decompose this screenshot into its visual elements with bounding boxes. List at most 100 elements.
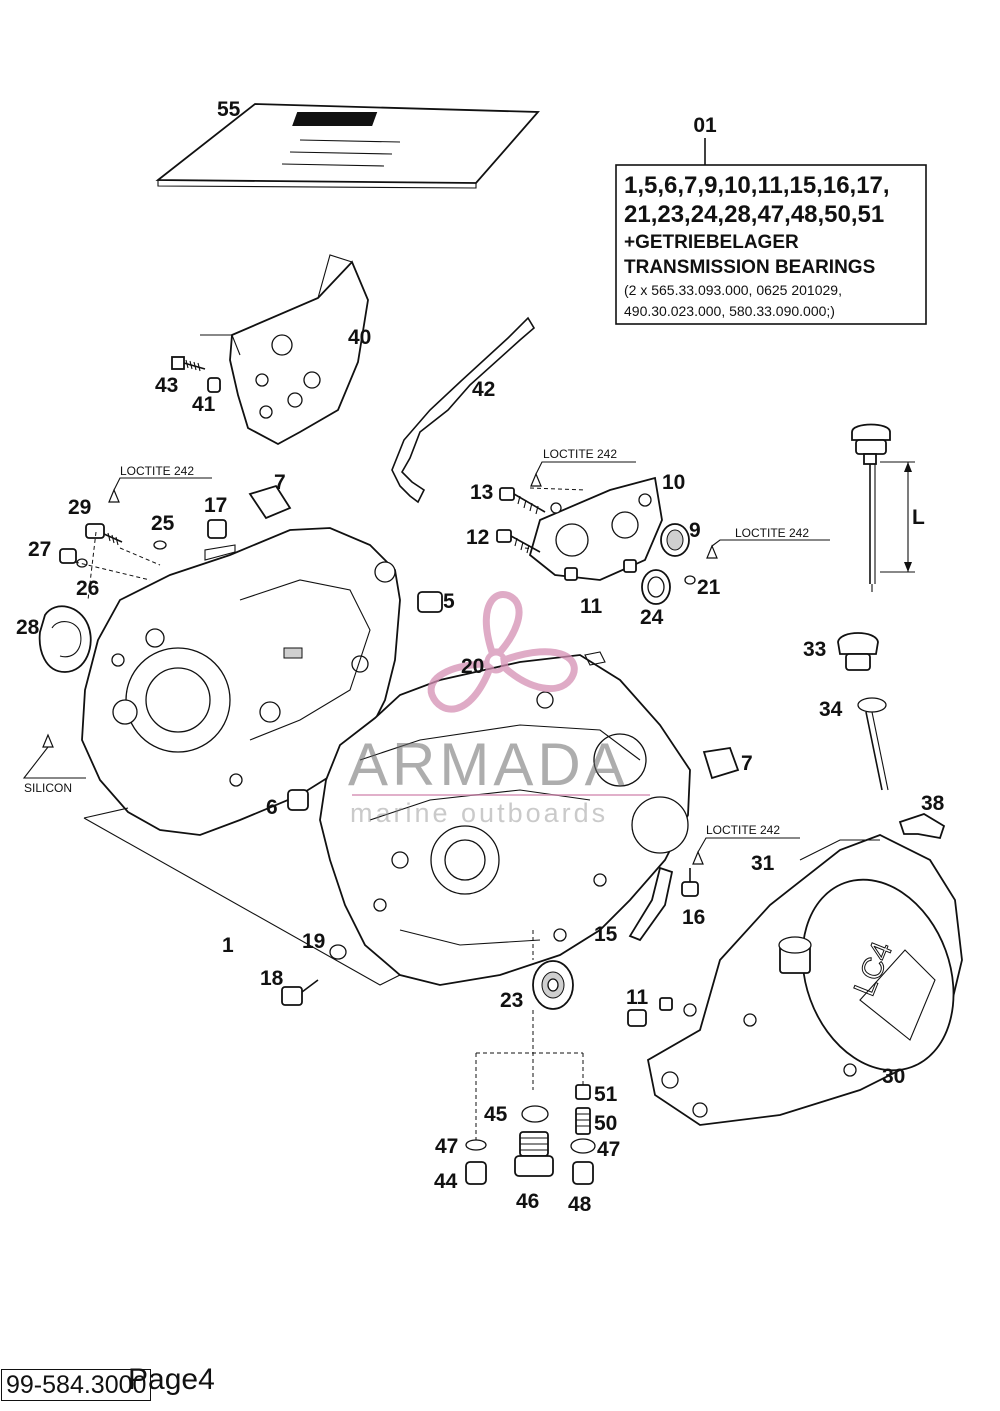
bearing-carrier-10-drawing xyxy=(528,476,663,581)
cover-plate-28-drawing xyxy=(38,605,92,673)
part-label: 19 xyxy=(302,930,325,953)
kit-box: 1,5,6,7,9,10,11,15,16,17, 21,23,24,28,47… xyxy=(615,138,927,325)
part-label: 12 xyxy=(466,526,489,549)
cover-plate-28-detail xyxy=(51,621,82,658)
sleeve-6-drawing xyxy=(287,789,309,811)
bolt-13-drawing xyxy=(499,487,546,515)
part-label: 11 xyxy=(626,986,649,1009)
part-label: 50 xyxy=(594,1112,617,1135)
loctite-label-3: LOCTITE 242 xyxy=(735,526,809,540)
part-label: 47 xyxy=(597,1138,620,1161)
part-label: 26 xyxy=(76,577,99,600)
part-label: 47 xyxy=(435,1135,458,1158)
part-label: 38 xyxy=(921,792,945,815)
bolt-16-drawing xyxy=(681,868,699,897)
part-label: 51 xyxy=(594,1083,618,1106)
washer-45-drawing xyxy=(521,1105,549,1123)
kit-line-4: TRANSMISSION BEARINGS xyxy=(624,257,875,278)
manual-drawing xyxy=(155,103,540,189)
part-label: 46 xyxy=(516,1190,539,1213)
watermark-tagline: marine outboards xyxy=(350,798,608,828)
sleeve-5-drawing xyxy=(417,591,443,613)
watermark-brand: ARMADA xyxy=(348,731,629,798)
part-label: 30 xyxy=(882,1065,905,1088)
loctite-label-1: LOCTITE 242 xyxy=(120,464,194,478)
kit-line-5: (2 x 565.33.093.000, 0625 201029, xyxy=(624,282,842,298)
part-label: 28 xyxy=(16,616,40,639)
loctite-markers xyxy=(22,461,830,865)
part-label: 18 xyxy=(260,967,284,990)
part-label: 48 xyxy=(568,1193,592,1216)
dashed-assembly-lines xyxy=(74,487,586,601)
sleeve-41-drawing xyxy=(207,377,221,393)
part-label: 21 xyxy=(697,576,721,599)
dowel-11a-drawing xyxy=(564,567,578,581)
loctite-label-4: LOCTITE 242 xyxy=(706,823,780,837)
kit-line-2: 21,23,24,28,47,48,50,51 xyxy=(624,201,884,228)
part-label: 7 xyxy=(741,752,753,775)
dipstick-drawing xyxy=(851,423,915,592)
dowel-11b-drawing xyxy=(623,559,637,573)
dowel-11d-drawing xyxy=(659,997,673,1011)
kit-number: 01 xyxy=(693,114,717,137)
spring-50-drawing xyxy=(575,1107,591,1135)
part-label: 25 xyxy=(151,512,175,535)
part-label: 15 xyxy=(594,923,618,946)
bearing-23-drawing xyxy=(532,960,574,1010)
part-label: 9 xyxy=(689,519,701,542)
part-label: 42 xyxy=(472,378,495,401)
washer-47b-drawing xyxy=(570,1138,596,1154)
part-label: 1 xyxy=(222,934,234,957)
part-label: 11 xyxy=(580,595,603,618)
plug-48-drawing xyxy=(572,1161,594,1185)
part-label: 43 xyxy=(155,374,178,397)
part-label: 34 xyxy=(819,698,843,721)
ignition-cover-drawing xyxy=(200,254,369,446)
sleeve-7b-drawing xyxy=(702,746,740,780)
kit-line-3: +GETRIEBELAGER xyxy=(624,232,799,253)
part-label: 13 xyxy=(470,481,493,504)
plug-27-drawing xyxy=(59,548,88,568)
dimension-label: L xyxy=(912,506,925,529)
part-label: 6 xyxy=(266,796,278,819)
dowel-11c-drawing xyxy=(627,1009,647,1027)
part-label: 10 xyxy=(662,471,685,494)
part-51-drawing xyxy=(575,1084,591,1100)
bearing-9-drawing xyxy=(660,523,690,557)
part-label: 29 xyxy=(68,496,91,519)
sleeve-7-drawing xyxy=(248,484,292,520)
washer-47a-drawing xyxy=(465,1139,487,1151)
kit-line-1: 1,5,6,7,9,10,11,15,16,17, xyxy=(624,172,890,199)
plug-44-drawing xyxy=(465,1161,487,1185)
bracket-part-1 xyxy=(83,807,401,986)
part-label: 45 xyxy=(484,1103,508,1126)
bracket-15-drawing xyxy=(628,866,674,942)
part-label: 16 xyxy=(682,906,705,929)
part-label: 23 xyxy=(500,989,523,1012)
washer-25-drawing xyxy=(153,540,167,550)
washer-19-drawing xyxy=(329,944,347,960)
clutch-cover-drawing: LC4 xyxy=(646,834,963,1126)
part-label: 40 xyxy=(348,326,371,349)
part-label: 5 xyxy=(443,590,455,613)
lower-dashed-lines xyxy=(475,930,584,1140)
silicon-label: SILICON xyxy=(24,781,72,795)
part-label: 31 xyxy=(751,852,775,875)
bolt-18-drawing xyxy=(281,979,319,1006)
left-crankcase-drawing xyxy=(81,527,401,836)
part-label: 33 xyxy=(803,638,826,661)
part-label: 20 xyxy=(461,655,484,678)
part-label: 7 xyxy=(274,471,286,494)
clip-38-drawing xyxy=(898,813,946,840)
part-label: 55 xyxy=(217,98,241,121)
part-label: 41 xyxy=(192,393,216,416)
propeller-logo-icon xyxy=(427,591,578,713)
page-label: Page4 xyxy=(128,1363,215,1396)
watermark: ARMADA marine outboards xyxy=(348,591,650,828)
plug-29-drawing xyxy=(85,523,123,546)
part-label: 17 xyxy=(204,494,227,517)
bolt-12-drawing xyxy=(496,529,541,554)
kit-line-6: 490.30.023.000, 580.33.090.000;) xyxy=(624,303,835,319)
right-crankcase-drawing xyxy=(319,651,691,986)
